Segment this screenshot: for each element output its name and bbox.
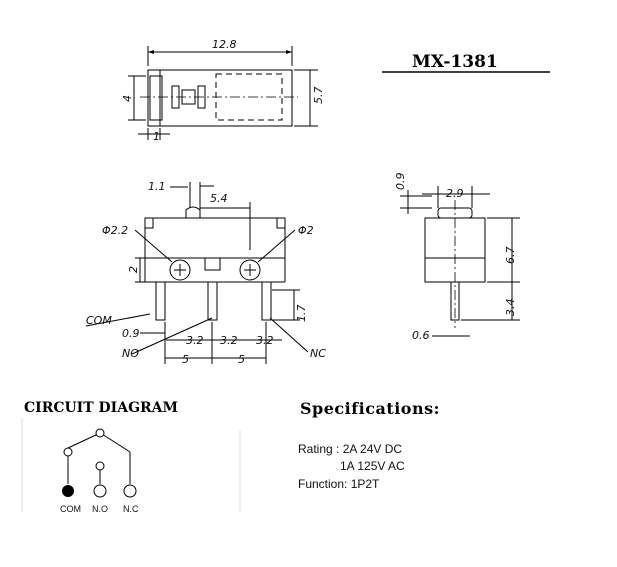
spacing-a: 3.2 <box>186 334 204 347</box>
spec-heading: Specifications: <box>300 399 440 418</box>
side-height-dim: 6.7 <box>504 247 517 265</box>
spacing-c: 3.2 <box>256 334 274 347</box>
side-pin-w-dim: 0.6 <box>412 329 430 342</box>
front-body-outline <box>144 217 286 259</box>
circuit-diagram: COM N.O N.C <box>21 418 241 514</box>
spec-rating-1: Rating : 2A 24V DC <box>298 442 402 456</box>
right-mount-hole <box>239 259 261 281</box>
no-terminal <box>93 484 107 498</box>
spacing-b: 3.2 <box>220 334 238 347</box>
hole-right-dim: Φ2 <box>298 224 314 237</box>
com-terminal <box>62 485 74 497</box>
pin-no <box>207 281 218 321</box>
circuit-nc-label: N.C <box>123 504 139 514</box>
top-small-dim: 1 <box>153 130 160 143</box>
side-pin-len-dim: 3.4 <box>504 299 517 317</box>
pitch-a: 5 <box>182 353 189 366</box>
front-view: 1.1 5.4 2 Φ2.2 Φ2 <box>85 180 326 366</box>
nc-terminal <box>123 484 137 498</box>
dim-1-1: 1.1 <box>148 180 166 193</box>
pin-com <box>155 281 166 321</box>
top-height-dim: 5.7 <box>312 87 325 105</box>
dim-0-9: 0.9 <box>122 327 140 340</box>
dim-5-4: 5.4 <box>210 192 228 205</box>
side-top-dim: 0.9 <box>394 173 407 191</box>
top-view: 12.8 4 5.7 1 <box>121 38 325 143</box>
left-mount-hole <box>169 259 191 281</box>
label-no: NO <box>122 347 139 360</box>
circuit-heading: CIRCUIT DIAGRAM <box>24 400 178 416</box>
pitch-b: 5 <box>238 353 245 366</box>
hole-left-dim: Φ2.2 <box>102 224 128 237</box>
label-com: COM <box>86 314 112 327</box>
top-width-dim: 12.8 <box>212 38 237 51</box>
pin-nc <box>261 281 272 321</box>
spec-rating-2: 1A 125V AC <box>340 459 405 473</box>
top-body-outline <box>147 69 293 127</box>
label-nc: NC <box>310 347 326 360</box>
model-title: MX-1381 <box>412 52 498 72</box>
spec-function: Function: 1P2T <box>298 477 380 491</box>
dim-2: 2 <box>127 266 140 273</box>
circuit-com-label: COM <box>60 504 81 514</box>
side-view: 2.9 0.9 6.7 3.4 0.6 <box>394 173 520 342</box>
top-inner-height-dim: 4 <box>121 95 134 102</box>
circuit-no-label: N.O <box>92 504 108 514</box>
side-width-dim: 2.9 <box>446 187 464 200</box>
side-pin <box>450 281 460 321</box>
dim-1-7: 1.7 <box>295 305 308 323</box>
